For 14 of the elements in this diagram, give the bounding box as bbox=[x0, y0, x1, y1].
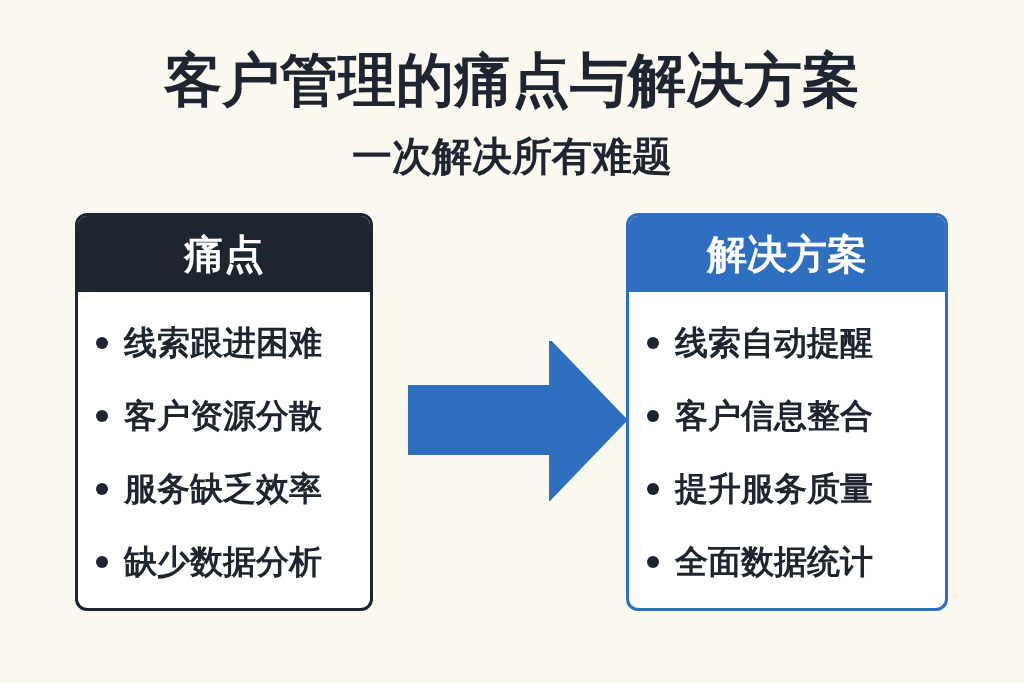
card-header: 解决方案 bbox=[629, 216, 945, 292]
list-item: 客户信息整合 bbox=[675, 395, 873, 437]
list-item: 线索跟进困难 bbox=[124, 322, 322, 364]
list-item: 服务缺乏效率 bbox=[124, 468, 322, 510]
list-item: 线索自动提醒 bbox=[675, 322, 873, 364]
subtitle: 一次解决所有难题 bbox=[351, 132, 673, 181]
list-item: 客户资源分散 bbox=[124, 395, 322, 437]
list-item: 全面数据统计 bbox=[675, 541, 873, 583]
list-item: 缺少数据分析 bbox=[124, 541, 322, 583]
list-item: 提升服务质量 bbox=[675, 468, 873, 510]
list-card bbox=[75, 213, 373, 611]
list-card bbox=[626, 213, 948, 611]
title: 客户管理的痛点与解决方案 bbox=[163, 45, 861, 116]
card-header: 痛点 bbox=[78, 216, 370, 292]
